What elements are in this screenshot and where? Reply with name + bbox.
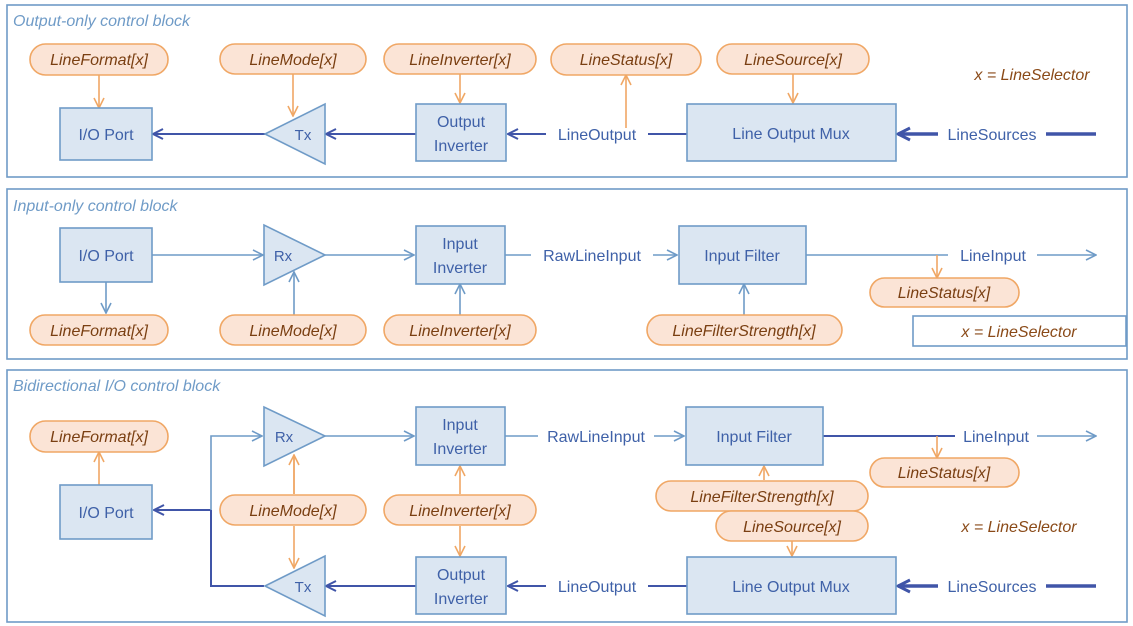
output-only-panel-title: Output-only control block: [13, 13, 191, 30]
line-format-label: LineFormat[x]: [50, 323, 148, 340]
raw-line-input-signal: RawLineInput: [547, 429, 645, 446]
line-format-label: LineFormat[x]: [50, 429, 148, 446]
input-inverter-block[interactable]: Input Inverter: [415, 225, 506, 285]
tx-label: Tx: [295, 127, 312, 144]
output-inverter-label-line1: Output: [437, 114, 486, 131]
line-output-mux-block[interactable]: Line Output Mux: [686, 556, 897, 615]
input-filter-block[interactable]: Input Filter: [685, 406, 824, 466]
line-source-label: LineSource[x]: [743, 519, 841, 536]
input-inverter-label-line1: Input: [442, 236, 478, 253]
bidirectional-panel: Bidirectional I/O control block I/O Port: [6, 369, 1128, 623]
rx-label: Rx: [275, 429, 294, 446]
line-mode-feature[interactable]: LineMode[x]: [219, 494, 367, 526]
bidirectional-panel-frame: [6, 369, 1128, 623]
output-inverter-block[interactable]: Output Inverter: [415, 103, 507, 162]
line-inverter-feature[interactable]: LineInverter[x]: [383, 314, 537, 346]
rx-label: Rx: [274, 248, 293, 265]
line-inverter-feature[interactable]: LineInverter[x]: [383, 43, 537, 75]
line-selector-note: x = LineSelector: [973, 67, 1090, 84]
line-selector-note-box: x = LineSelector: [912, 315, 1127, 347]
line-sources-signal: LineSources: [948, 127, 1037, 144]
io-port-label: I/O Port: [78, 505, 134, 522]
output-inverter-block[interactable]: Output Inverter: [415, 556, 507, 615]
line-source-feature[interactable]: LineSource[x]: [715, 510, 869, 542]
line-mode-label: LineMode[x]: [249, 503, 337, 520]
tx-label: Tx: [295, 579, 312, 596]
line-mode-feature[interactable]: LineMode[x]: [219, 314, 367, 346]
raw-line-input-signal: RawLineInput: [543, 248, 641, 265]
bidirectional-panel-title: Bidirectional I/O control block: [13, 378, 221, 395]
line-format-label: LineFormat[x]: [50, 52, 148, 69]
line-mode-label: LineMode[x]: [249, 52, 337, 69]
line-inverter-label: LineInverter[x]: [409, 52, 511, 69]
io-port-block[interactable]: I/O Port: [59, 484, 153, 540]
line-output-mux-block[interactable]: Line Output Mux: [686, 103, 897, 162]
input-filter-label: Input Filter: [716, 429, 792, 446]
line-inverter-label: LineInverter[x]: [409, 503, 511, 520]
output-inverter-label-line2: Inverter: [434, 591, 489, 608]
line-output-mux-label: Line Output Mux: [732, 579, 849, 596]
rx-amplifier[interactable]: Rx: [263, 405, 327, 468]
io-port-block[interactable]: I/O Port: [59, 107, 153, 161]
line-status-label: LineStatus[x]: [898, 285, 991, 302]
input-inverter-label-line1: Input: [442, 417, 478, 434]
line-input-signal: LineInput: [963, 429, 1029, 446]
line-selector-note: x = LineSelector: [960, 324, 1077, 341]
line-filter-strength-feature[interactable]: LineFilterStrength[x]: [646, 314, 843, 346]
line-filter-strength-feature[interactable]: LineFilterStrength[x]: [655, 480, 869, 512]
line-format-feature[interactable]: LineFormat[x]: [29, 314, 169, 346]
input-only-panel-title: Input-only control block: [13, 198, 179, 215]
line-output-signal: LineOutput: [558, 579, 637, 596]
line-status-feature[interactable]: LineStatus[x]: [869, 277, 1020, 308]
line-output-signal: LineOutput: [558, 127, 637, 144]
rx-amplifier[interactable]: Rx: [263, 223, 327, 287]
line-filter-strength-label: LineFilterStrength[x]: [672, 323, 816, 340]
tx-amplifier[interactable]: Tx: [263, 102, 326, 166]
line-source-label: LineSource[x]: [744, 52, 842, 69]
io-port-block[interactable]: I/O Port: [59, 227, 153, 283]
line-status-label: LineStatus[x]: [898, 465, 991, 482]
line-status-label: LineStatus[x]: [580, 52, 673, 69]
line-status-feature[interactable]: LineStatus[x]: [869, 457, 1020, 488]
input-filter-block[interactable]: Input Filter: [678, 225, 807, 285]
tx-amplifier[interactable]: Tx: [263, 554, 326, 618]
output-inverter-label-line1: Output: [437, 567, 486, 584]
line-mode-label: LineMode[x]: [249, 323, 337, 340]
line-output-mux-label: Line Output Mux: [732, 126, 849, 143]
input-only-panel-frame: [6, 188, 1128, 360]
line-inverter-feature[interactable]: LineInverter[x]: [383, 494, 537, 526]
line-selector-note: x = LineSelector: [960, 519, 1077, 536]
io-port-label: I/O Port: [78, 248, 134, 265]
line-format-feature[interactable]: LineFormat[x]: [29, 43, 169, 76]
output-inverter-label-line2: Inverter: [434, 138, 489, 155]
output-only-panel: Output-only control block LineFormat[x] …: [6, 4, 1128, 178]
line-input-signal: LineInput: [960, 248, 1026, 265]
line-inverter-label: LineInverter[x]: [409, 323, 511, 340]
output-only-panel-frame: [6, 4, 1128, 178]
input-only-panel: Input-only control block I/O Port Rx Inp…: [6, 188, 1128, 360]
line-status-feature[interactable]: LineStatus[x]: [550, 43, 702, 76]
input-inverter-label-line2: Inverter: [433, 441, 488, 458]
line-sources-signal: LineSources: [948, 579, 1037, 596]
io-port-label: I/O Port: [78, 127, 134, 144]
line-mode-feature[interactable]: LineMode[x]: [219, 43, 367, 75]
line-format-feature[interactable]: LineFormat[x]: [29, 420, 169, 453]
input-inverter-label-line2: Inverter: [433, 260, 488, 277]
input-inverter-block[interactable]: Input Inverter: [415, 406, 506, 466]
line-filter-strength-label: LineFilterStrength[x]: [690, 489, 834, 506]
line-source-feature[interactable]: LineSource[x]: [716, 43, 870, 75]
input-filter-label: Input Filter: [704, 248, 780, 265]
